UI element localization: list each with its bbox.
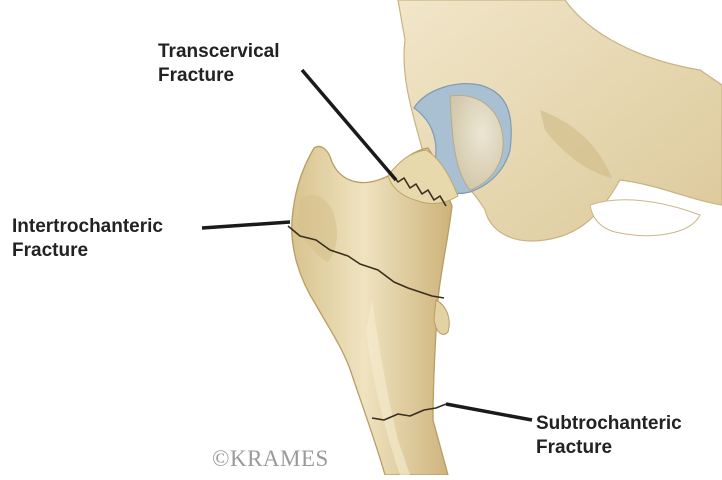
femur (292, 147, 458, 475)
lesser-trochanter (434, 300, 449, 334)
subtrochanteric-label-line2: Fracture (536, 436, 682, 460)
transcervical-label-line2: Fracture (158, 64, 279, 88)
transcervical-label-line1: Transcervical (158, 40, 279, 64)
copyright-watermark: ©KRAMES (212, 446, 329, 472)
subtrochanteric-fracture-label: Subtrochanteric Fracture (536, 412, 682, 460)
intertrochanteric-fracture-label: Intertrochanteric Fracture (12, 215, 163, 263)
subtrochanteric-leader-line (446, 404, 532, 420)
obturator-foramen (590, 200, 700, 236)
intertrochanteric-label-line1: Intertrochanteric (12, 215, 163, 239)
intertrochanteric-leader-line (202, 222, 290, 228)
subtrochanteric-label-line1: Subtrochanteric (536, 412, 682, 436)
transcervical-fracture-label: Transcervical Fracture (158, 40, 279, 88)
intertrochanteric-label-line2: Fracture (12, 239, 163, 263)
